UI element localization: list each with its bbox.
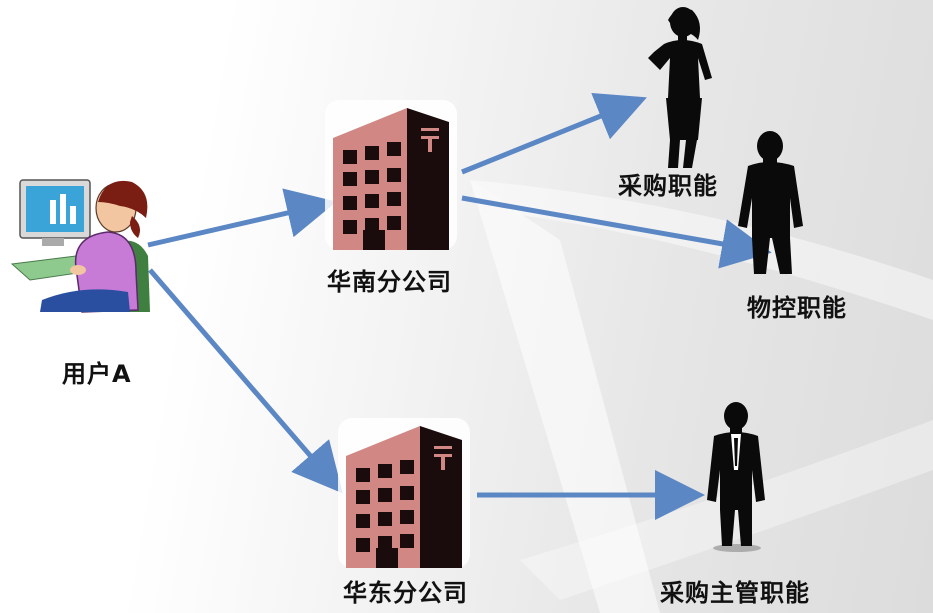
role-label-material-control: 物控职能: [747, 294, 847, 322]
role-label-purchasing: 采购职能: [618, 172, 718, 200]
role-label-purchasing-manager: 采购主管职能: [660, 579, 810, 607]
arrow-huanan-to-purchasing: [461, 92, 647, 175]
manager-silhouette-icon: [707, 402, 765, 552]
user-label: 用户A: [62, 360, 132, 388]
arrow-user-to-huanan: [147, 188, 337, 248]
arrow-user-to-huadong: [148, 268, 343, 494]
branch-label-huanan: 华南分公司: [327, 268, 452, 296]
man-silhouette-icon: [738, 131, 803, 274]
building-icon-huanan: [325, 100, 457, 250]
user-at-computer-icon: [10, 179, 150, 313]
branch-label-huadong: 华东分公司: [343, 579, 468, 607]
woman-silhouette-icon: [648, 7, 712, 168]
arrow-huanan-to-material-control: [461, 195, 772, 269]
building-icon-huadong: [338, 418, 470, 568]
